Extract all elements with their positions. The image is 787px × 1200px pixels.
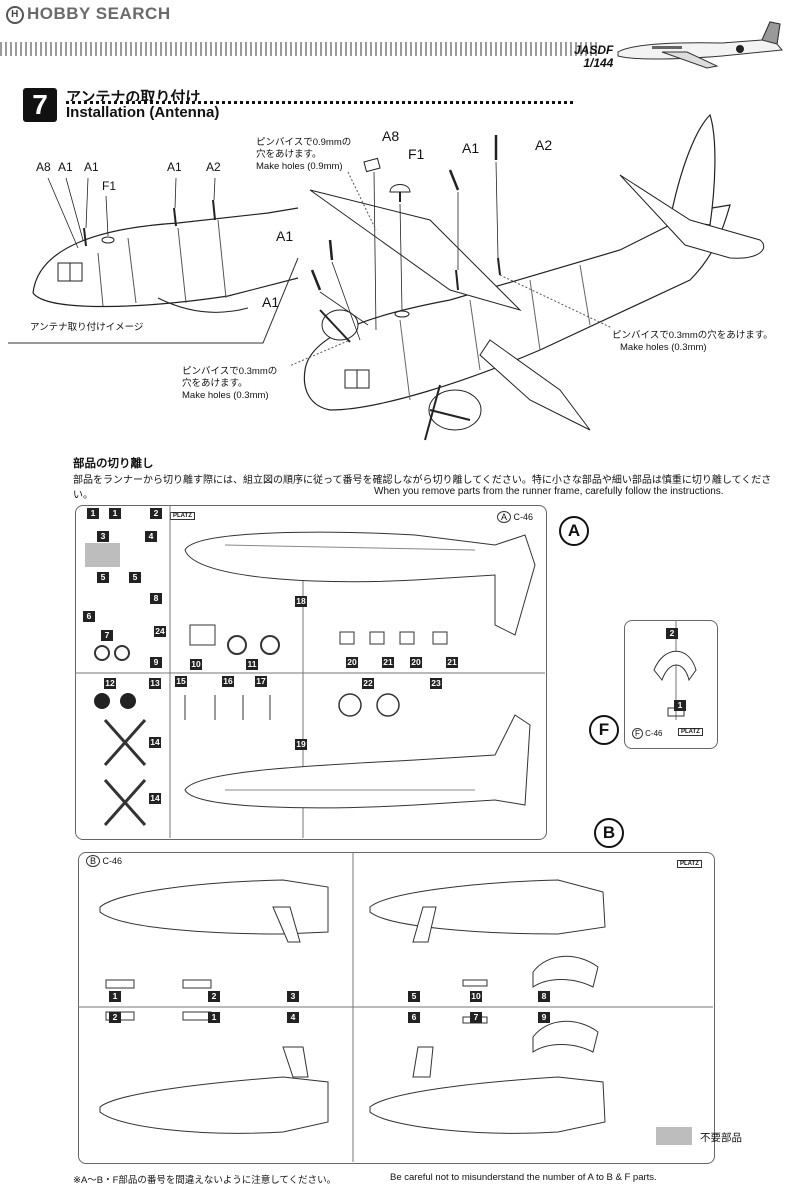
step-divider <box>66 101 576 104</box>
part-a-20b: 20 <box>410 657 422 668</box>
label-a1-left-bottom: A1 <box>262 294 280 310</box>
part-a-16: 16 <box>222 676 234 687</box>
part-f-2: 2 <box>666 628 678 639</box>
inset-label-f1: F1 <box>102 179 117 193</box>
part-a-9: 9 <box>150 657 162 668</box>
plate-mark-f: PLATZ <box>678 728 703 736</box>
part-a-5b: 5 <box>129 572 141 583</box>
part-a-24: 24 <box>154 626 166 637</box>
inset-nose-diagram <box>8 128 299 344</box>
sprue-b-drawing <box>78 852 713 1162</box>
part-a-6: 6 <box>83 611 95 622</box>
sprue-a-label: A <box>559 516 589 546</box>
part-b-7: 7 <box>470 1012 482 1023</box>
logo-icon: H <box>6 6 24 24</box>
part-a-12: 12 <box>104 678 116 689</box>
sprue-f-tag: F C-46 <box>632 728 662 739</box>
label-a1-top: A1 <box>462 140 480 156</box>
part-a-14a: 14 <box>149 737 161 748</box>
part-a-10: 10 <box>190 659 202 670</box>
series-label: JASDF <box>574 43 614 57</box>
part-b-1a: 1 <box>109 991 121 1002</box>
plate-mark-b: PLATZ <box>677 860 702 868</box>
inset-label-a8: A8 <box>36 160 51 174</box>
part-b-1b: 1 <box>208 1012 220 1023</box>
sprue-b-tag: B C-46 <box>86 855 122 867</box>
part-b-8: 8 <box>538 991 550 1002</box>
note-hole-03-left: ピンバイスで0.3mmの 穴をあけます。 Make holes (0.3mm) <box>182 366 278 401</box>
part-a-11: 11 <box>246 659 258 670</box>
note-hole-09: ピンバイスで0.9mmの 穴をあけます。 Make holes (0.9mm) <box>256 137 352 172</box>
inset-label-a1-2: A1 <box>84 160 99 174</box>
part-a-4: 4 <box>145 531 157 542</box>
separation-desc-en: When you remove parts from the runner fr… <box>374 486 724 497</box>
inset-label-a1-1: A1 <box>58 160 73 174</box>
part-a-7: 7 <box>101 630 113 641</box>
separation-desc-jp: 部品をランナーから切り離す際には、組立図の順序に従って番号を確認しながら切り離し… <box>73 475 772 501</box>
step-title-en: Installation (Antenna) <box>66 104 220 121</box>
part-f-1: 1 <box>674 700 686 711</box>
header-band <box>0 42 600 56</box>
footer-note-en: Be careful not to misunderstand the numb… <box>390 1172 657 1183</box>
label-a8: A8 <box>382 128 400 144</box>
part-b-4: 4 <box>287 1012 299 1023</box>
sprue-a-tag: A C-46 <box>497 511 533 523</box>
sprue-b-label: B <box>594 818 624 848</box>
part-a-23: 23 <box>430 678 442 689</box>
main-aircraft-diagram <box>290 110 787 450</box>
part-a-21b: 21 <box>446 657 458 668</box>
part-b-2a: 2 <box>208 991 220 1002</box>
sprue-b-frame <box>78 852 715 1164</box>
part-a-8: 8 <box>150 593 162 604</box>
part-a-1a: 1 <box>87 508 99 519</box>
part-b-5: 5 <box>408 991 420 1002</box>
part-a-22: 22 <box>362 678 374 689</box>
separation-title: 部品の切り離し <box>73 458 154 470</box>
part-b-9: 9 <box>538 1012 550 1023</box>
unused-parts-label: 不要部品 <box>700 1132 742 1144</box>
label-a1-left-top: A1 <box>276 228 294 244</box>
footer-note-jp: ※A～B・F部品の番号を間違えないように注意してください。 <box>73 1175 337 1186</box>
part-a-2: 2 <box>150 508 162 519</box>
step-number-badge: 7 <box>23 88 57 122</box>
sprue-a-drawing <box>75 505 545 838</box>
inset-label-a2: A2 <box>206 160 221 174</box>
note-hole-03-right: ピンバイスで0.3mmの穴をあけます。 Make holes (0.3mm) <box>612 330 773 353</box>
inset-caption: アンテナ取り付けイメージ <box>30 322 144 333</box>
part-a-5a: 5 <box>97 572 109 583</box>
part-a-21a: 21 <box>382 657 394 668</box>
inset-label-a1-3: A1 <box>167 160 182 174</box>
part-a-17: 17 <box>255 676 267 687</box>
sprue-f-label: F <box>589 715 619 745</box>
part-a-15: 15 <box>175 676 187 687</box>
part-a-14b: 14 <box>149 793 161 804</box>
part-a-1b: 1 <box>109 508 121 519</box>
label-a2: A2 <box>535 137 553 153</box>
sprue-f-frame <box>624 620 718 749</box>
header-title: JASDF 1/144 <box>574 44 613 70</box>
part-b-10: 10 <box>470 991 482 1002</box>
part-a-13: 13 <box>149 678 161 689</box>
part-b-3: 3 <box>287 991 299 1002</box>
part-b-6: 6 <box>408 1012 420 1023</box>
part-a-3: 3 <box>97 531 109 542</box>
part-b-2b: 2 <box>109 1012 121 1023</box>
scale-label: 1/144 <box>583 56 614 70</box>
part-a-19: 19 <box>295 739 307 750</box>
label-f1: F1 <box>408 146 425 162</box>
part-a-20a: 20 <box>346 657 358 668</box>
unused-parts-swatch <box>656 1127 692 1145</box>
part-a-18: 18 <box>295 596 307 607</box>
header-aircraft-icon <box>612 18 784 78</box>
